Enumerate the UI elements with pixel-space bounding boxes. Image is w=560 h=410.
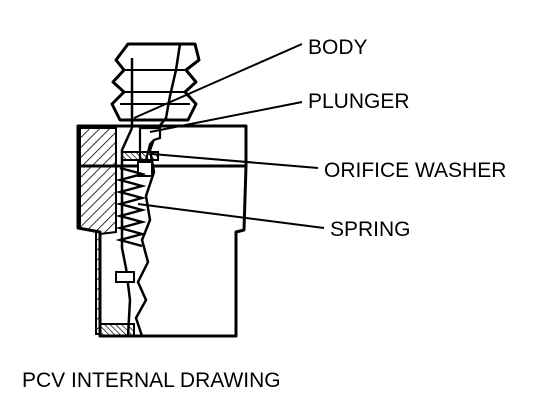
label-orifice-washer: ORIFICE WASHER — [324, 159, 506, 182]
spring-leader — [137, 203, 325, 229]
label-spring: SPRING — [330, 218, 411, 241]
diagram-caption: PCV INTERNAL DRAWING — [22, 369, 281, 392]
orifice-washer-part — [121, 151, 159, 161]
body-leader — [133, 43, 303, 119]
lower-seat — [115, 271, 135, 283]
inner-bore — [120, 58, 134, 337]
label-body: BODY — [308, 36, 368, 59]
base-ring — [99, 323, 135, 337]
spring-coil — [115, 166, 147, 248]
plunger-stem — [137, 161, 153, 177]
label-plunger: PLUNGER — [308, 90, 410, 113]
valve-body — [76, 42, 248, 338]
plunger-leader — [149, 101, 303, 133]
orifice-washer-leader — [151, 153, 319, 169]
